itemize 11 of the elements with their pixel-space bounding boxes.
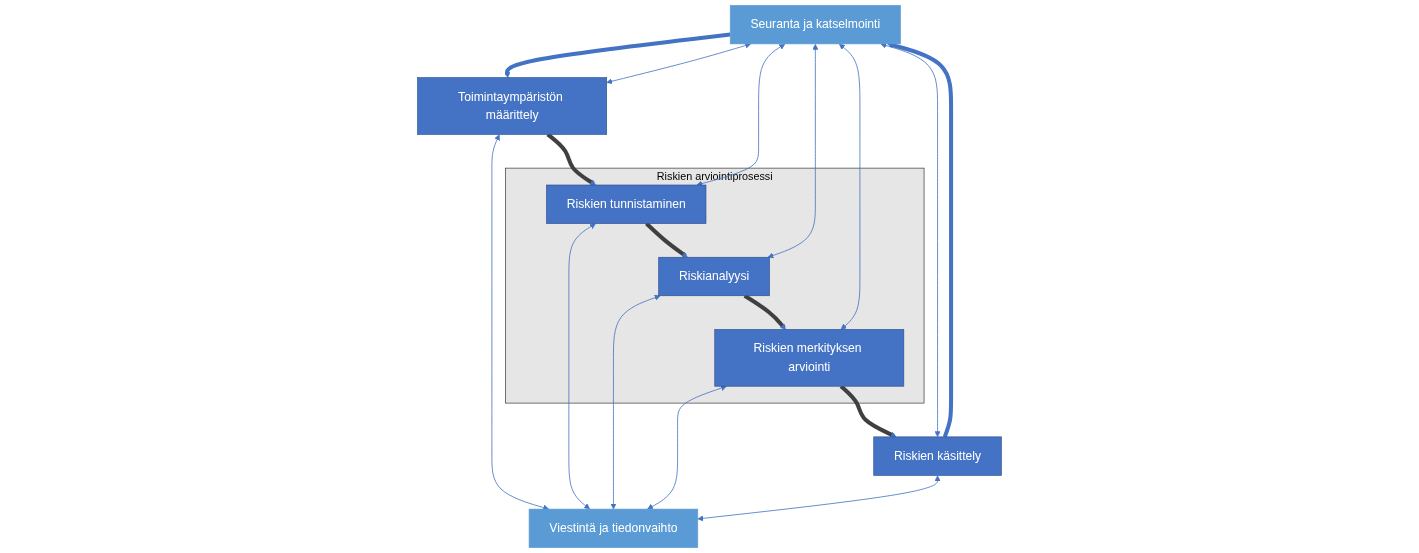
node-box: Riskien käsittely	[873, 436, 1002, 476]
node-box: Toimintaympäristön määrittely	[417, 77, 607, 135]
node-box: Riskien tunnistaminen	[546, 184, 707, 224]
node-box: Riskien merkityksen arviointi	[714, 329, 905, 387]
node-box: Viestintä ja tiedonvaihto	[528, 508, 699, 548]
node-box: Riskianalyysi	[658, 256, 770, 297]
arrow	[645, 222, 688, 258]
arrow	[504, 32, 731, 78]
arrow	[743, 294, 786, 330]
arrow	[887, 42, 954, 438]
node-box: Seuranta ja katselmointi	[729, 5, 901, 45]
